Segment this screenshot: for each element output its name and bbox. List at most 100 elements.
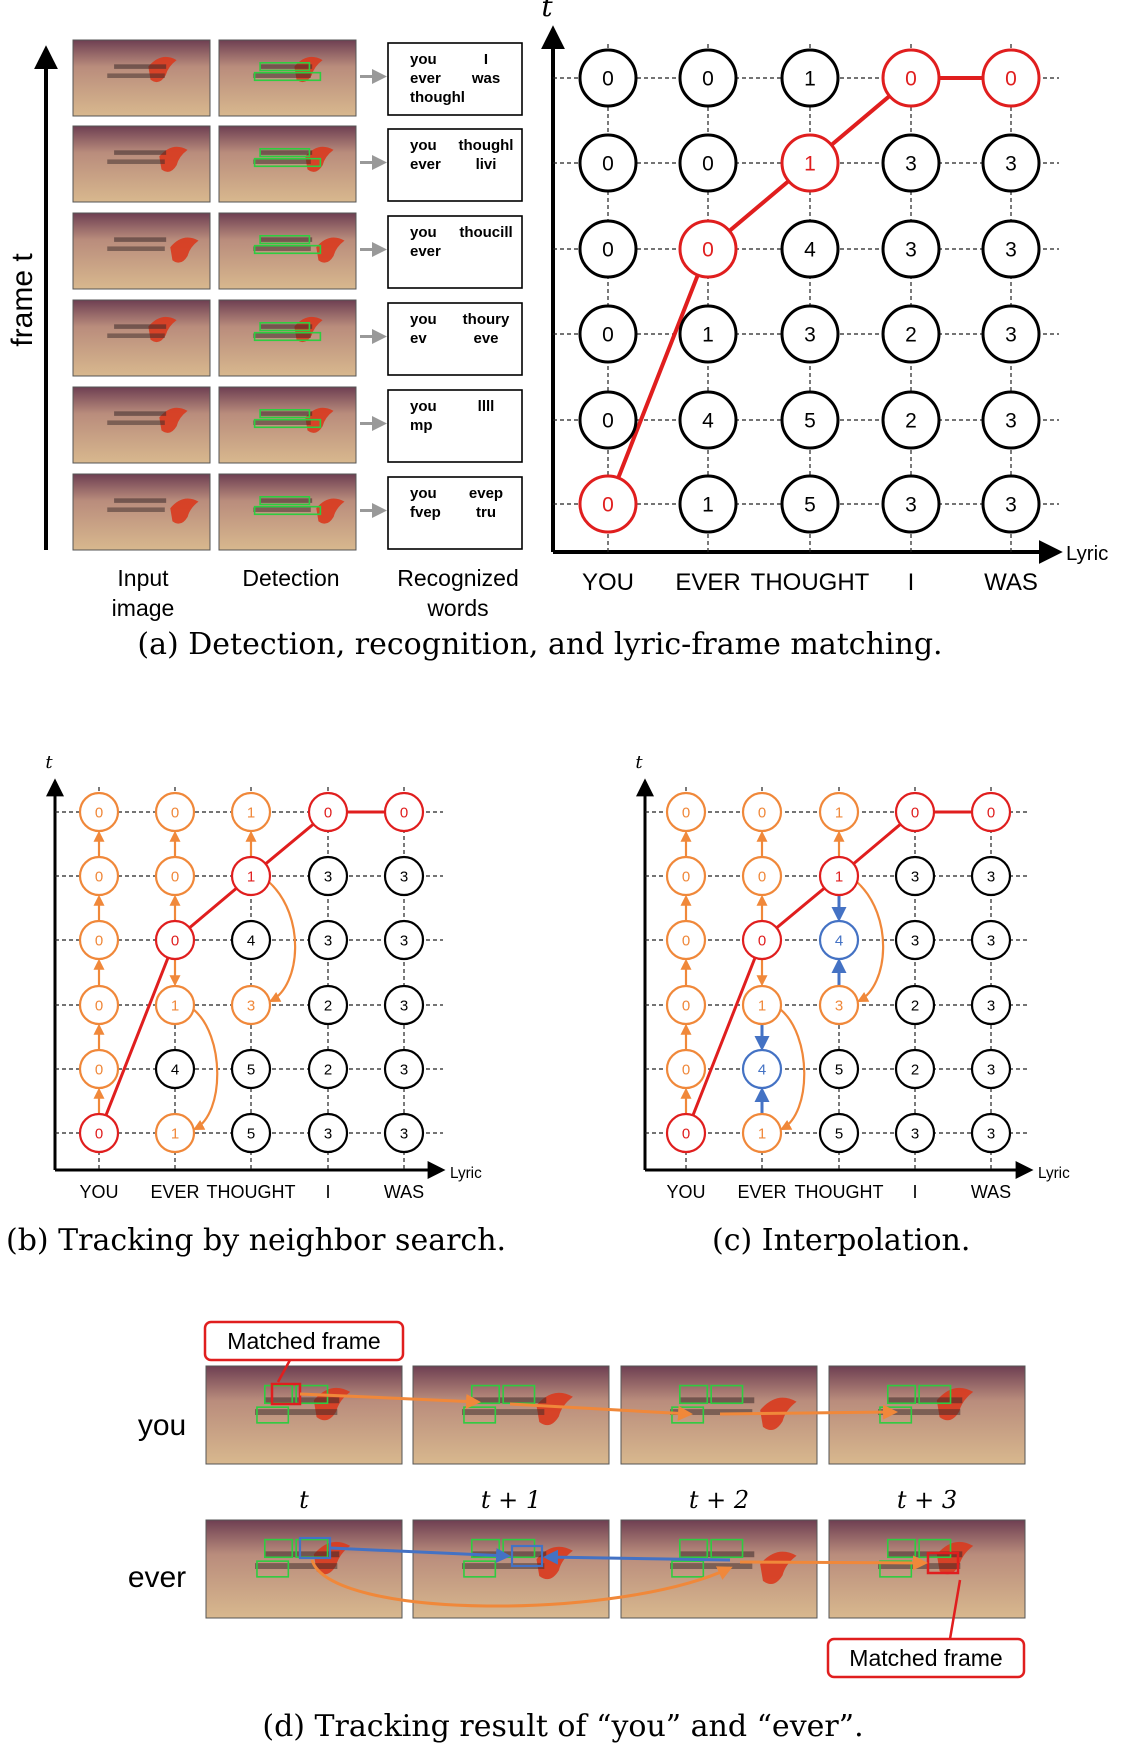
matrix-node [154,919,196,961]
node-value: 4 [171,1061,179,1078]
node-value: 0 [95,804,103,821]
node-value: 1 [702,324,714,347]
recognized-word: mp [410,417,433,434]
node-value: 0 [171,868,179,885]
detection-box [463,1560,497,1578]
node-value: 3 [905,153,917,176]
matrix-node [665,1112,707,1154]
node-value: 0 [602,68,614,91]
matrix-node [665,984,707,1026]
node-value: 3 [905,494,917,517]
node-value: 0 [702,239,714,262]
detection-box [259,61,311,72]
node-value: 3 [400,1125,408,1142]
detection-frame [218,212,357,290]
lyric-label: I [908,569,915,596]
lyric-label: EVER [675,569,740,596]
lyric-text-line [260,411,313,416]
recognized-word: fvep [410,504,441,521]
detection-box [886,1384,917,1405]
node-value: 0 [911,804,919,821]
detection-frame [218,386,357,464]
lyric-text-line [887,1397,963,1404]
row-label-you: you [138,1409,186,1442]
bird-shape [159,407,188,433]
lyric-label: WAS [984,569,1038,596]
recognized-word: eve [473,330,498,347]
track-curve [856,881,885,1003]
node-value: 3 [1005,410,1017,433]
lyric-text-line [114,237,167,242]
matrix-node [78,984,120,1026]
bird-shape [316,237,345,263]
lyric-text-line [260,150,313,155]
bird-shape [316,498,345,524]
matrix-node [981,474,1041,534]
matrix-node [818,855,860,897]
matrix-node [981,133,1041,193]
node-value: 2 [905,324,917,347]
node-value: 1 [758,1125,766,1142]
lyric-label: I [325,1182,330,1202]
lyric-text-line [878,1409,961,1415]
node-value: 2 [324,997,332,1014]
detection-box [678,1538,709,1559]
matrix-node [578,219,638,279]
matrix-node [741,984,783,1026]
matrix-node [678,304,738,364]
matrix-node [665,919,707,961]
matrix-node [154,1048,196,1090]
recognized-word: thoury [463,311,510,328]
lyric-text-line [107,246,165,251]
recognized-box [387,42,523,116]
recognized-word: you [410,137,437,154]
detection-box [259,235,311,245]
node-value: 3 [1005,153,1017,176]
node-value: 3 [911,932,919,949]
detection-box [253,418,322,429]
lyric-label: THOUGHT [795,1182,884,1202]
matrix-node [818,1112,860,1154]
node-value: 0 [758,804,766,821]
node-value: 4 [702,410,714,433]
column-label: Detection [242,565,339,591]
matrix-node [970,791,1012,833]
matrix-node [894,791,936,833]
recognized-word: tru [476,504,496,521]
tracking-frame-you [205,1365,403,1465]
matrix-node [818,984,860,1026]
node-value: 3 [835,997,843,1014]
lyric-text-line [114,411,167,416]
track-arrow [299,1392,481,1409]
node-value: 3 [324,1125,332,1142]
node-value: 0 [682,997,690,1014]
recognized-word: was [471,70,500,87]
matrix-node [894,1048,936,1090]
node-value: 3 [987,932,995,949]
node-value: 5 [804,410,816,433]
node-value: 3 [324,932,332,949]
node-value: 3 [400,1061,408,1078]
lyric-text-line [260,64,313,69]
recognized-word: ever [410,156,441,173]
node-value: 1 [804,68,816,91]
matrix-node [981,219,1041,279]
node-value: 3 [1005,494,1017,517]
tracking-frame-ever [620,1519,818,1619]
lyric-text-line [107,507,165,512]
matrix-node [230,1112,272,1154]
lyric-text-line [253,159,311,164]
bird-shape [170,237,199,263]
node-value: 3 [400,868,408,885]
matrix-node [678,474,738,534]
track-arrow [739,1555,928,1571]
recognized-word: thoughl [459,137,514,154]
node-value: 0 [702,68,714,91]
lyric-text-line [255,1563,338,1569]
input-frame [72,212,211,290]
lyric-text-line [670,1409,753,1415]
matrix-node [970,1048,1012,1090]
